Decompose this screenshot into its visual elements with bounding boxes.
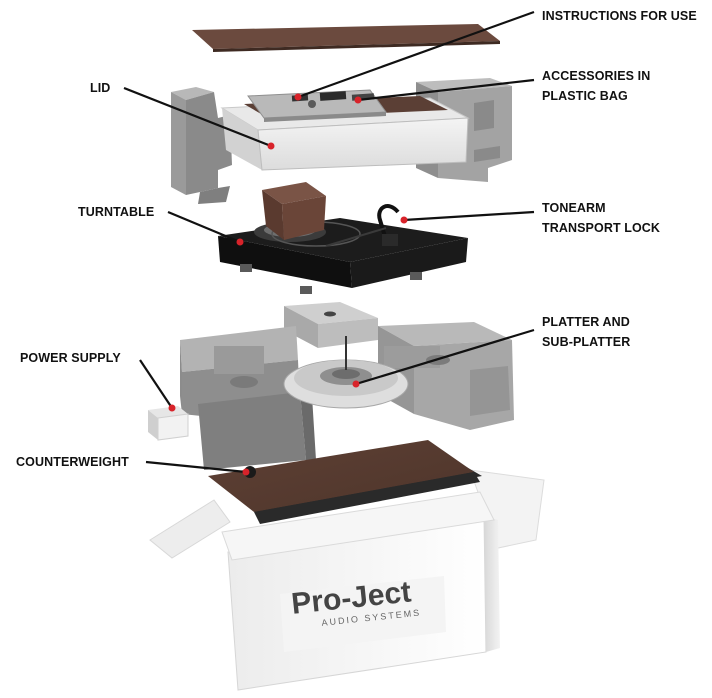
dot-accessories (354, 96, 362, 104)
dot-power (168, 404, 176, 412)
dot-platter (352, 380, 360, 388)
dot-lid (267, 142, 275, 150)
label-accessories: ACCESSORIES IN PLASTIC BAG (542, 66, 650, 106)
shipping-box (149, 440, 545, 691)
top-foam-left (171, 87, 232, 204)
label-line: POWER SUPPLY (20, 351, 121, 365)
label-line: PLASTIC BAG (542, 89, 628, 103)
turntable (218, 182, 468, 294)
dot-instructions (294, 93, 302, 101)
label-turntable: TURNTABLE (78, 202, 154, 222)
pointer-counterweight (145, 460, 247, 474)
label-line: TRANSPORT LOCK (542, 221, 661, 235)
label-line: COUNTERWEIGHT (16, 455, 129, 469)
dot-turntable (236, 238, 244, 246)
dot-counterweight (242, 468, 250, 476)
pointer-power (139, 359, 173, 409)
label-line: LID (90, 81, 111, 95)
accessories-tray (247, 89, 387, 122)
pointer-turntable (167, 210, 241, 244)
label-line: INSTRUCTIONS FOR USE (542, 9, 697, 23)
label-instructions: INSTRUCTIONS FOR USE (542, 6, 697, 26)
pointer-instructions (297, 10, 535, 99)
pointer-accessories (357, 78, 535, 102)
pointer-platter (355, 328, 535, 386)
pointer-lid (123, 86, 272, 148)
label-line: TONEARM (542, 201, 606, 215)
power-supply (148, 406, 189, 441)
label-line: PLATTER AND (542, 315, 630, 329)
pointer-tonearm (403, 210, 535, 222)
instructions-sheet (192, 24, 500, 52)
label-line: SUB-PLATTER (542, 335, 631, 349)
center-foam-block (284, 302, 378, 348)
dot-tonearm (400, 216, 408, 224)
label-platter: PLATTER AND SUB-PLATTER (542, 312, 630, 352)
callout-pointers (123, 10, 535, 478)
label-line: TURNTABLE (78, 205, 155, 219)
label-lid: LID (90, 78, 110, 98)
label-tonearm: TONEARM TRANSPORT LOCK (542, 198, 660, 238)
label-counterweight: COUNTERWEIGHT (16, 452, 129, 472)
label-line: ACCESSORIES IN (542, 69, 651, 83)
label-power: POWER SUPPLY (20, 348, 121, 368)
bottom-foam-frame (180, 322, 514, 470)
